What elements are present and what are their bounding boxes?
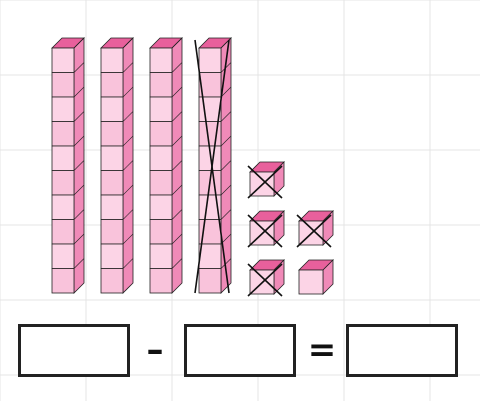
minus-sign: – xyxy=(135,330,175,370)
tens-rod xyxy=(195,38,231,293)
equals-sign: = xyxy=(302,330,342,370)
answer-box-subtrahend[interactable] xyxy=(184,324,296,377)
tens-rod xyxy=(101,38,133,293)
ones-cube xyxy=(299,260,333,294)
answer-box-difference[interactable] xyxy=(346,324,458,377)
tens-rod xyxy=(52,38,84,293)
tens-rod xyxy=(150,38,182,293)
answer-box-minuend[interactable] xyxy=(18,324,130,377)
